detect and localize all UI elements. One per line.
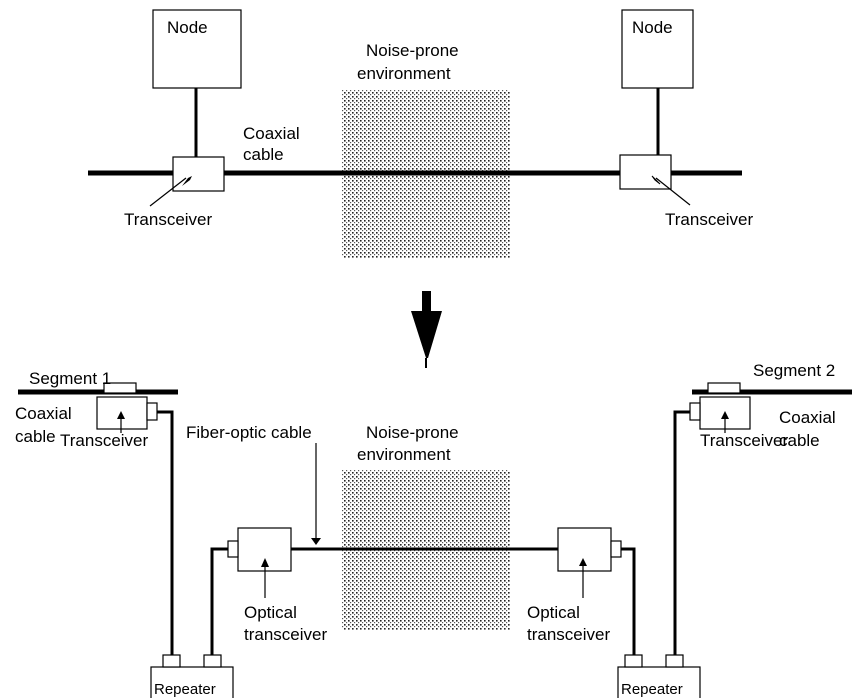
repeater-left-port-2 [203, 654, 222, 668]
coax-label-top-1: Coaxial [243, 124, 300, 143]
transceiver-label-bottom-right: Transceiver [700, 431, 789, 450]
repeater-left-port-1 [162, 654, 181, 668]
optical-label-right-1: Optical [527, 603, 580, 622]
fiber-optic-arrow-icon [311, 538, 321, 545]
transceiver-bottom-right-connector [689, 402, 701, 421]
noise-label-top-1: Noise-prone [366, 41, 459, 60]
repeater-right-label: Repeater [621, 681, 683, 698]
transceiver-label-bottom-left: Transceiver [60, 431, 149, 450]
repeater-right-port-2 [665, 654, 684, 668]
noise-label-top-2: environment [357, 64, 451, 83]
coax-label-bottom-left-1: Coaxial [15, 404, 72, 423]
repeater-left [150, 666, 234, 698]
segment-2-label: Segment 2 [753, 361, 835, 380]
coax-label-bottom-left-2: cable [15, 427, 56, 446]
wire-optical-to-repeater-left [210, 547, 228, 655]
fiber-optic-label: Fiber-optic cable [186, 423, 312, 442]
bottom-diagram: Segment 1 Segment 2 Coaxial cable Coaxia… [15, 361, 852, 698]
coax-label-bottom-right-2: cable [779, 431, 820, 450]
noise-label-bottom-2: environment [357, 445, 451, 464]
wire-optical-to-repeater-right [621, 547, 636, 655]
repeater-right [617, 666, 701, 698]
top-diagram: Node Node Noise-prone environment Coaxia… [88, 9, 754, 258]
segment-2-tap [707, 382, 741, 394]
transceiver-bottom-right-tap-icon [721, 411, 729, 419]
transceiver-label-top-left: Transceiver [124, 210, 213, 229]
transceiver-label-top-right: Transceiver [665, 210, 754, 229]
node-left [152, 9, 242, 89]
optical-transceiver-right-icon [579, 558, 587, 566]
coax-label-top-2: cable [243, 145, 284, 164]
down-arrow-icon [411, 291, 442, 368]
repeater-left-label: Repeater [154, 681, 216, 698]
optical-label-left-1: Optical [244, 603, 297, 622]
repeater-right-port-1 [624, 654, 643, 668]
wire-transceiver-to-repeater-right [673, 410, 690, 655]
transceiver-right-leader [655, 177, 691, 206]
transceiver-right-tap-icon [651, 175, 661, 185]
wire-transceiver-to-repeater-left [157, 410, 174, 655]
optical-label-left-2: transceiver [244, 625, 327, 644]
optical-transceiver-left-connector [227, 540, 239, 558]
transceiver-bottom-left-connector [146, 402, 158, 421]
optical-transceiver-right-connector [610, 540, 622, 558]
transceiver-left-leader [149, 177, 187, 207]
optical-transceiver-left-icon [261, 558, 269, 567]
noise-label-bottom-1: Noise-prone [366, 423, 459, 442]
transceiver-bottom-left-tap-icon [117, 411, 125, 419]
coax-label-bottom-right-1: Coaxial [779, 408, 836, 427]
segment-1-tap [103, 382, 137, 394]
optical-label-right-2: transceiver [527, 625, 610, 644]
transceiver-left-tap-icon [182, 176, 192, 186]
node-right-label: Node [632, 18, 673, 37]
segment-1-label: Segment 1 [29, 369, 111, 388]
node-left-label: Node [167, 18, 208, 37]
transceiver-left [172, 156, 225, 192]
